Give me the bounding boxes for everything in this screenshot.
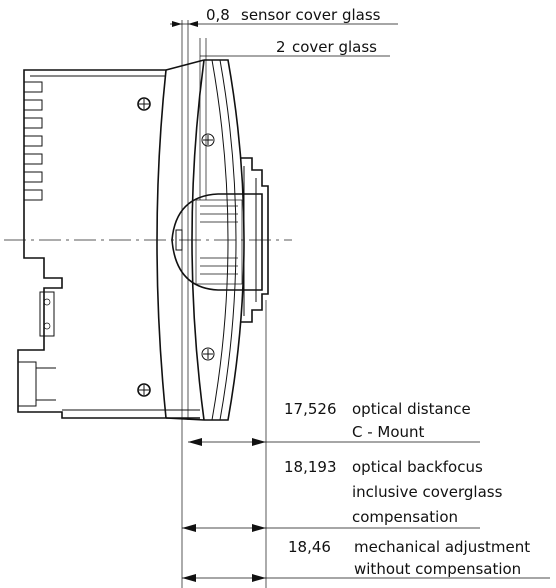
screw-icon [137, 383, 151, 397]
cover-glass-label: cover glass [292, 38, 377, 56]
cooling-fins [24, 81, 43, 201]
optical-distance-value: 17,526 [284, 400, 337, 418]
backfocus-label-2: inclusive coverglass [352, 483, 503, 501]
optical-distance-label: optical distance [352, 400, 471, 418]
screw-icon [201, 133, 215, 147]
c-mount-label: C - Mount [352, 423, 425, 441]
backfocus-label: optical backfocus [352, 458, 483, 476]
dimension-labels: 0,8 sensor cover glass 2 cover glass 17,… [206, 6, 530, 578]
mechanical-label-2: without compensation [354, 560, 521, 578]
screws [137, 97, 215, 397]
screw-icon [137, 97, 151, 111]
cover-glass-value: 2 [276, 38, 286, 56]
mechanical-label: mechanical adjustment [354, 538, 530, 556]
backfocus-label-3: compensation [352, 508, 458, 526]
screw-icon [201, 347, 215, 361]
sensor-dome [171, 193, 263, 291]
backfocus-value: 18,193 [284, 458, 337, 476]
mechanical-value: 18,46 [288, 538, 331, 556]
dimension-lines [170, 20, 550, 588]
sensor-glass-value: 0,8 [206, 6, 230, 24]
sensor-glass-label: sensor cover glass [241, 6, 381, 24]
camera-housing [17, 69, 200, 419]
